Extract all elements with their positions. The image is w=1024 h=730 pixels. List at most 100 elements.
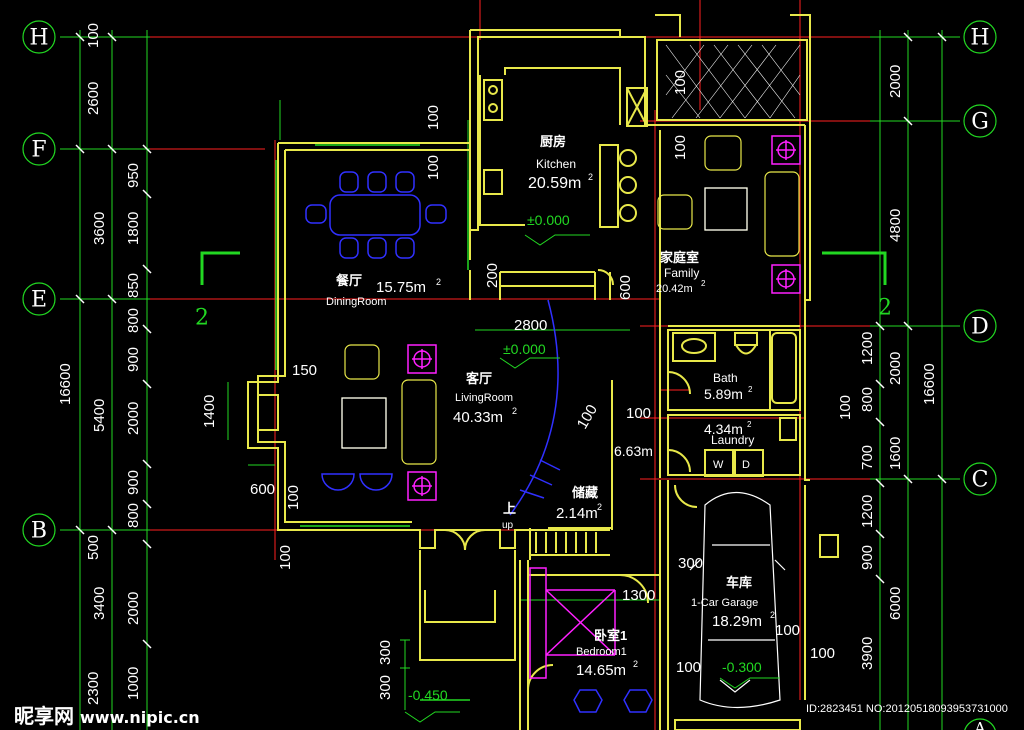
- living-name-en: LivingRoom: [455, 392, 513, 404]
- washer-label: W: [713, 459, 724, 471]
- dining-area-sup: 2: [436, 277, 441, 287]
- dim-inner: 100: [277, 545, 294, 570]
- laundry-area: 4.34m: [704, 421, 743, 437]
- dim-right-inner: 1600: [887, 437, 904, 470]
- living-level: ±0.000: [503, 341, 546, 357]
- dim-left-outer: 2300: [85, 672, 102, 705]
- axis-label-h-left: H: [29, 26, 48, 51]
- dining-name-cn: 餐厅: [335, 273, 362, 288]
- garage-area-sup: 2: [770, 610, 775, 620]
- stair-up-cn: 上: [503, 501, 516, 516]
- inner-dimensions: 100 100 100 200 600 2800 150 1400 600 10…: [201, 70, 800, 700]
- walls: [247, 14, 839, 730]
- porch-level: -0.450: [408, 687, 448, 703]
- dim-left-inner: 850: [125, 273, 142, 298]
- axis-label-g-right: G: [971, 110, 989, 135]
- bedroom1-name-en: Bedroom1: [576, 646, 627, 658]
- dim-right-outer: 4800: [887, 209, 904, 242]
- right-dimensions: 2000 4800 16600 1200 2000 800 1600 700 1…: [810, 65, 938, 670]
- window-frames: [275, 144, 470, 701]
- garage-area: 18.29m: [712, 613, 762, 630]
- bedroom1-name-cn: 卧室1: [594, 628, 627, 643]
- section-mark-left: 2: [195, 306, 209, 331]
- axis-label-e-left: E: [31, 288, 47, 313]
- dim-inner: 100: [425, 155, 442, 180]
- dim-left-total: 16600: [57, 363, 74, 405]
- furniture-magenta: [407, 135, 801, 679]
- dim-left-inner: 2000: [125, 592, 142, 625]
- watermark-url: www.nipic.cn: [80, 708, 200, 727]
- hatching: [665, 44, 801, 119]
- dim-inner: 600: [617, 275, 634, 300]
- bedroom1-area-sup: 2: [633, 659, 638, 669]
- dim-left-outer: 3600: [91, 212, 108, 245]
- room-outlines-white: [341, 187, 786, 709]
- dim-inner: 300: [678, 555, 703, 572]
- stair-up-en: up: [502, 520, 514, 531]
- furniture-blue: [305, 171, 653, 713]
- family-area: 20.42m: [656, 283, 693, 295]
- dim-inner: 100: [672, 135, 689, 160]
- dim-right-misc: 100: [837, 395, 854, 420]
- kitchen-level: ±0.000: [527, 212, 570, 228]
- dim-right-inner: 6000: [887, 587, 904, 620]
- dim-right-outer: 2000: [887, 65, 904, 98]
- dim-inner: 300: [377, 640, 394, 665]
- axis-label-a-right: A: [973, 719, 986, 730]
- laundry-name-en: Laundry: [711, 433, 754, 447]
- dim-left-inner: 1800: [125, 212, 142, 245]
- dim-inner: 100: [574, 402, 601, 432]
- dim-inner: 600: [250, 481, 275, 498]
- living-name-cn: 客厅: [466, 371, 492, 386]
- dim-left-inner: 950: [125, 163, 142, 188]
- watermark-site: 昵享网: [14, 704, 74, 728]
- dim-left-inner: 900: [125, 347, 142, 372]
- dim-left-inner: 800: [125, 308, 142, 333]
- storage-extra: 6.63m: [614, 443, 653, 459]
- dim-inner: 1300: [622, 587, 655, 604]
- storage-name-cn: 储藏: [571, 485, 598, 500]
- bath-area-sup: 2: [748, 385, 753, 394]
- dining-area: 15.75m: [376, 279, 426, 296]
- dim-inner: 200: [484, 263, 501, 288]
- family-area-sup: 2: [701, 279, 706, 288]
- axis-bubbles: [22, 20, 997, 730]
- dim-inner: 100: [676, 659, 701, 676]
- dim-left-inner: 2000: [125, 402, 142, 435]
- dim-right-inner: 3900: [859, 637, 876, 670]
- bath-name-en: Bath: [713, 371, 738, 385]
- dim-inner: 1400: [201, 395, 218, 428]
- dim-inner: 100: [285, 485, 302, 510]
- watermark: 昵享网 www.nipic.cn: [14, 700, 200, 729]
- dim-left-outer: 5400: [91, 399, 108, 432]
- axis-label-f-left: F: [31, 138, 46, 163]
- dim-left-outer: 3400: [91, 587, 108, 620]
- dim-right-total: 16600: [921, 363, 938, 405]
- garage-name-cn: 车库: [726, 575, 752, 590]
- dryer-label: D: [742, 459, 750, 471]
- dim-left-inner: 500: [85, 535, 102, 560]
- axis-label-c-right: C: [972, 468, 989, 493]
- dim-right-inner: 700: [859, 445, 876, 470]
- dim-right-inner: 800: [859, 387, 876, 412]
- garage-level: -0.300: [722, 659, 762, 675]
- dim-right-inner: 1200: [859, 332, 876, 365]
- dim-left-outer: 2600: [85, 82, 102, 115]
- dim-inner: 100: [775, 622, 800, 639]
- family-name-en: Family: [664, 266, 699, 280]
- garage-name-en: 1-Car Garage: [691, 597, 758, 609]
- storage-area: 2.14m: [556, 505, 598, 522]
- laundry-area-sup: 2: [747, 420, 752, 429]
- storage-area-sup: 2: [597, 502, 602, 512]
- bath-area: 5.89m: [704, 386, 743, 402]
- tick-marks: [75, 32, 947, 649]
- dim-left-outer: 100: [85, 23, 102, 48]
- kitchen-name-cn: 厨房: [540, 134, 566, 149]
- axis-label-d-right: D: [971, 315, 989, 340]
- dim-inner: 100: [425, 105, 442, 130]
- dim-inner: 300: [377, 675, 394, 700]
- dimension-lines: [60, 30, 960, 730]
- left-dimensions: 100 2600 3600 5400 3400 2300 16600 950 1…: [57, 23, 142, 705]
- dim-inner: 100: [672, 70, 689, 95]
